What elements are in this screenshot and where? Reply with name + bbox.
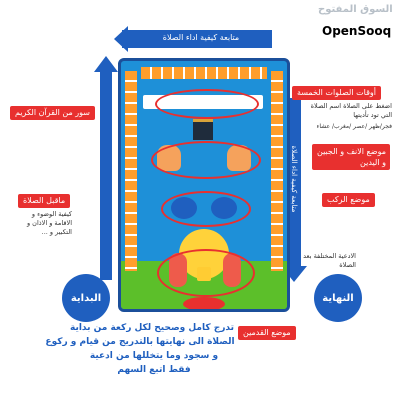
left-arrow-shaft — [100, 70, 112, 280]
feet-ellipse — [157, 249, 255, 297]
note-prayer-times: اضغط على الصلاة اسم الصلاة التي تود تأدي… — [310, 102, 392, 119]
right-tile-column — [271, 71, 283, 271]
end-circle: النهاية — [314, 274, 362, 322]
prayer-times-ellipse — [155, 89, 259, 119]
top-tile-row — [141, 67, 267, 79]
label-surahs: سور من القرآن الكريم — [10, 106, 95, 120]
left-tile-column — [125, 71, 137, 271]
end-label: النهاية — [322, 292, 354, 304]
label-before-prayer: ماقبل الصلاة — [18, 194, 71, 208]
note-before-prayer: كيفية الوضوء و الاقامة و الاذان و التكبي… — [26, 210, 72, 236]
bottom-text-line-2: الصلاة الى نهايتها بالتدريج من قيام و رك… — [45, 337, 235, 347]
top-banner-text: متابعة كيفية اداء الصلاة — [162, 33, 240, 42]
kaaba-icon — [193, 119, 213, 140]
note-prayer-names: فجر/ظهر /عصر /مغرب/ عشاء — [316, 123, 392, 130]
watermark-arabic: السوق المفتوح — [318, 4, 393, 15]
bottom-text-line-3: و سجود وما يتخللها من ادعية — [89, 351, 219, 361]
right-arrow-shaft — [287, 98, 301, 266]
start-label: البداية — [70, 292, 102, 304]
left-arrow-head — [94, 56, 118, 72]
hands-ellipse — [151, 141, 261, 179]
bottom-text-line-4: فقط اتبع السهم — [117, 365, 191, 375]
prayer-mat — [118, 58, 290, 312]
top-arrow — [122, 30, 272, 48]
bottom-text-line-1: تدرج كامل وصحيح لكل ركعة من بداية — [70, 323, 234, 333]
label-nose-forehead: موضع الانف و الجبين و اليدين — [312, 144, 390, 170]
bottom-oval[interactable] — [183, 297, 225, 309]
label-knees: موضع الركب — [322, 193, 375, 207]
start-circle: البداية — [62, 274, 110, 322]
label-prayer-times: أوقات الصلوات الخمسة — [292, 86, 381, 100]
note-supplications: الادعية المختلفة بعد الصلاة — [303, 252, 356, 269]
label-nose-forehead-text: موضع الانف و الجبين و اليدين — [317, 147, 386, 167]
label-feet: موضع القدمين — [238, 326, 296, 340]
side-banner-text: متابعة كيفية اداء الصلاة — [290, 145, 298, 213]
knees-ellipse — [161, 191, 251, 227]
watermark-logo: OpenSooq — [322, 24, 392, 38]
top-arrow-head — [114, 26, 128, 52]
